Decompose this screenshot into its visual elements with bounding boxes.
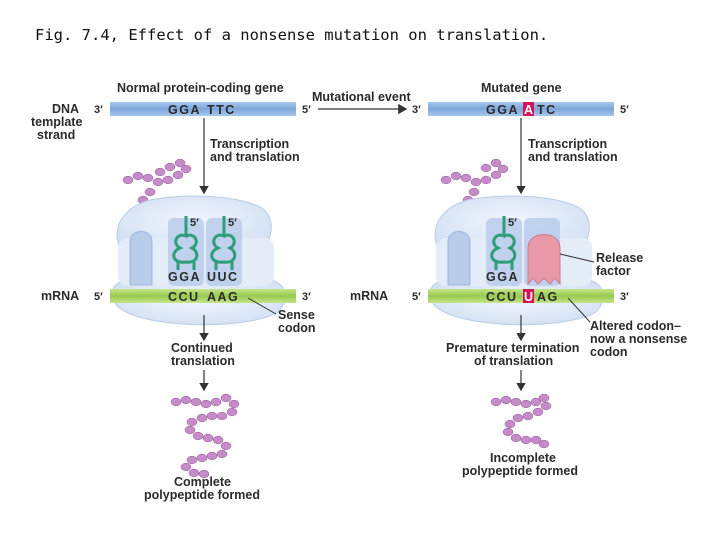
ribosome-left: [112, 195, 286, 326]
dna-right-3prime: 3′: [412, 104, 421, 116]
mutated-mrna-base: U: [524, 290, 535, 304]
sense-codon-line1: Sense: [278, 308, 315, 322]
left-mrna-seq-a: CCU: [168, 290, 200, 304]
right-mrna-seq-a: CCU: [486, 290, 518, 304]
left-mrna-seq-b: AAG: [207, 290, 239, 304]
dna-strand-normal: [110, 102, 296, 116]
mutated-dna-seq-a: GGA: [486, 103, 519, 117]
trna-right-5prime: 5′: [508, 217, 517, 229]
strand-label: strand: [37, 128, 75, 142]
dna-right-5prime: 5′: [620, 104, 629, 116]
release-factor-pointer: [559, 253, 595, 263]
altered-codon-line3: codon: [590, 345, 628, 359]
normal-gene-label: Normal protein-coding gene: [117, 81, 284, 95]
incomplete-polypeptide: [490, 393, 552, 449]
template-label: template: [31, 115, 82, 129]
sense-codon-line2: codon: [278, 321, 316, 335]
transcription-left-line1: Transcription: [210, 137, 289, 151]
transcription-right-line1: Transcription: [528, 137, 607, 151]
mrna-left-5prime: 5′: [94, 291, 103, 303]
mutated-gene-label: Mutated gene: [481, 81, 562, 95]
complete-polypeptide: [170, 393, 240, 479]
dna-left-5prime: 5′: [302, 104, 311, 116]
left-anticodon-a: GGA: [168, 270, 201, 284]
trna-left-2: [210, 216, 237, 270]
release-factor: [527, 234, 561, 286]
left-anticodon-b: UUC: [207, 270, 239, 284]
incomplete-line1: Incomplete: [490, 451, 556, 465]
mrna-right-5prime: 5′: [412, 291, 421, 303]
mutation-highlight-dna: [523, 102, 534, 116]
right-anticodon-a: GGA: [486, 270, 519, 284]
continued-line2: translation: [171, 354, 235, 368]
complete-line2: polypeptide formed: [144, 488, 260, 502]
sense-codon-pointer: [247, 297, 277, 315]
mrna-right-3prime: 3′: [620, 291, 629, 303]
dna-left-3prime: 3′: [94, 104, 103, 116]
mrna-left-3prime: 3′: [302, 291, 311, 303]
mutational-event-label: Mutational event: [312, 90, 411, 104]
mrna-right-label: mRNA: [350, 289, 388, 303]
mrna-strand-right: [428, 289, 614, 303]
mrna-strand-left: [110, 289, 296, 303]
altered-codon-line2: now a nonsense: [590, 332, 687, 346]
figure-caption: Fig. 7.4, Effect of a nonsense mutation …: [35, 26, 549, 44]
right-mrna-seq-b: AG: [537, 290, 559, 304]
mrna-left-label: mRNA: [41, 289, 79, 303]
trna-right: [490, 216, 517, 270]
premature-line1: Premature termination: [446, 341, 579, 355]
transcription-right-line2: and translation: [528, 150, 618, 164]
transcription-left-line2: and translation: [210, 150, 300, 164]
dna-label: DNA: [52, 102, 79, 116]
trna-left-1-5prime: 5′: [190, 217, 199, 229]
mutation-highlight-mrna: [523, 289, 534, 303]
altered-codon-pointer: [567, 297, 591, 323]
continued-line1: Continued: [171, 341, 233, 355]
trna-left-1: [172, 216, 199, 270]
premature-line2: of translation: [474, 354, 553, 368]
ribosome-right: [430, 195, 604, 326]
incomplete-line2: polypeptide formed: [462, 464, 578, 478]
trna-left-2-5prime: 5′: [228, 217, 237, 229]
normal-dna-seq-a: GGA: [168, 103, 201, 117]
normal-dna-seq-b: TTC: [207, 103, 236, 117]
release-factor-line1: Release: [596, 251, 643, 265]
dna-strand-mutated: [428, 102, 614, 116]
release-factor-line2: factor: [596, 264, 631, 278]
altered-codon-line1: Altered codon–: [590, 319, 681, 333]
mutated-dna-seq-b: TC: [537, 103, 557, 117]
mutated-dna-base: A: [524, 103, 535, 117]
complete-line1: Complete: [174, 475, 231, 489]
